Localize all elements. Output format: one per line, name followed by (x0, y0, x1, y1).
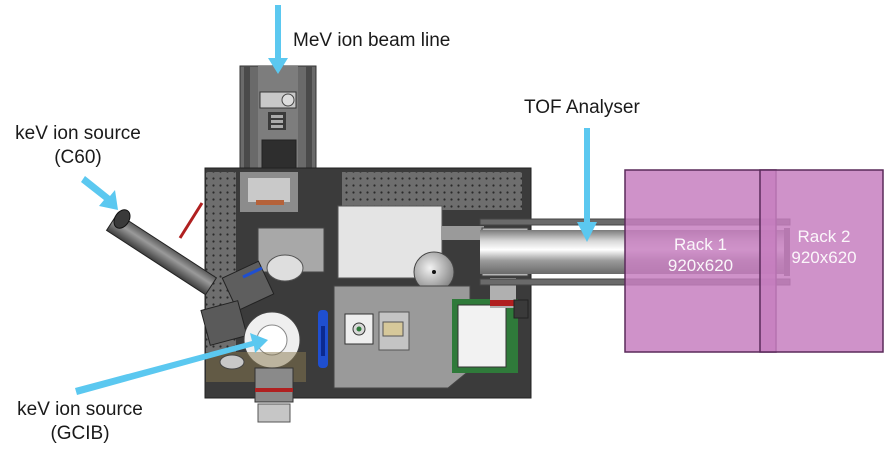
rack-1-name: Rack 1 (674, 235, 727, 254)
gcib-source-label: keV ion source (GCIB) (5, 398, 155, 446)
gcib-arrow (75, 333, 268, 395)
rack-2-footprint (759, 169, 884, 353)
tof-arrow (577, 128, 597, 242)
gcib-source-label-line1: keV ion source (17, 399, 143, 420)
c60-arrow (81, 176, 118, 210)
gcib-source-label-line2: (GCIB) (50, 423, 110, 444)
mev-beam-line-label: MeV ion beam line (293, 30, 451, 51)
analysis-chamber-cluster (200, 227, 325, 423)
mev-beam-arrow (268, 5, 288, 74)
c60-source-label-line2: (C60) (54, 147, 102, 168)
c60-source-label: keV ion source (C60) (8, 122, 148, 170)
rack-1-size: 920x620 (667, 256, 734, 275)
rack-1-label: Rack 1 920x620 (625, 234, 776, 276)
c60-source-gun (105, 202, 263, 296)
mev-beamline-column (239, 65, 317, 177)
rack-2-size: 920x620 (791, 248, 857, 267)
tof-analyser-label: TOF Analyser (524, 97, 640, 118)
c60-source-label-line1: keV ion source (15, 123, 141, 144)
rack-2-name: Rack 2 (797, 227, 851, 246)
rack-2-label: Rack 2 920x620 (776, 226, 872, 268)
rack-1-footprint (624, 169, 777, 353)
